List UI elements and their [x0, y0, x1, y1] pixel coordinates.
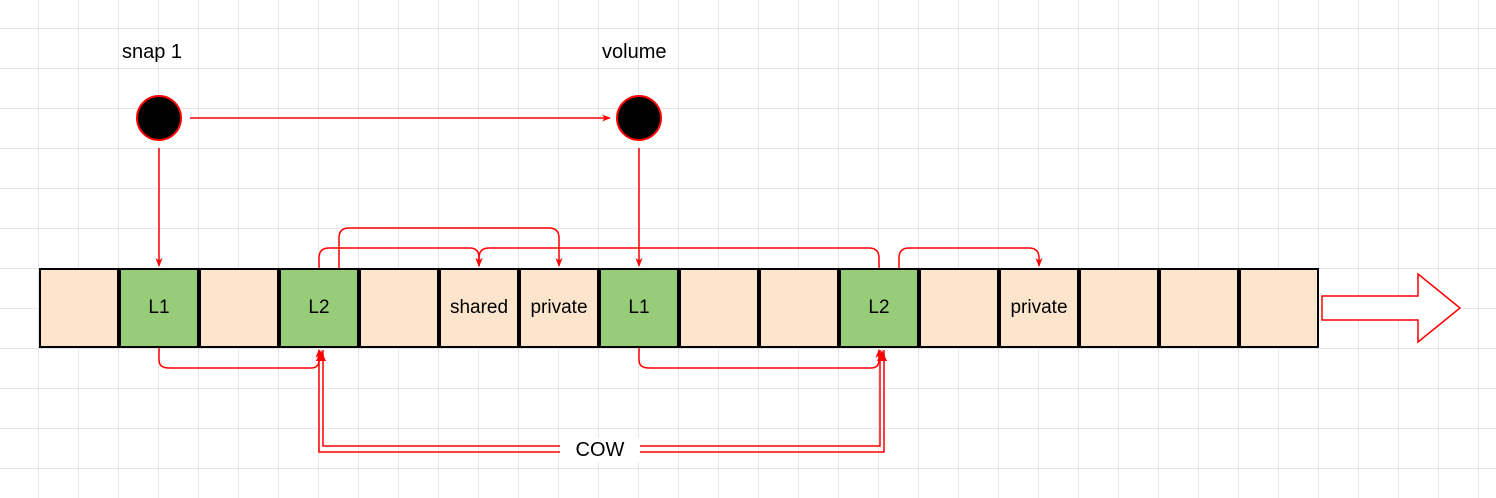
data-block-11[interactable] [919, 268, 999, 348]
cow-inner-loop [322, 350, 881, 447]
table-block-3[interactable]: L2 [279, 268, 359, 348]
data-block-0[interactable] [39, 268, 119, 348]
cow-label: COW [560, 438, 640, 462]
volume-l2-to-private-arrow [898, 247, 1043, 268]
volume-label: volume [602, 41, 667, 63]
data-block-15[interactable] [1239, 268, 1319, 348]
snap-l2-to-private-arrow [338, 227, 563, 268]
data-block-14[interactable] [1159, 268, 1239, 348]
cow-outer-loop [318, 350, 885, 453]
data-block-12[interactable]: private [999, 268, 1079, 348]
table-block-7[interactable]: L1 [599, 268, 679, 348]
volume-l1-to-l2-arrow [638, 348, 883, 369]
data-block-5[interactable]: shared [439, 268, 519, 348]
snap-l1-to-l2-arrow [158, 348, 323, 369]
data-block-9[interactable] [759, 268, 839, 348]
snap-l2-to-shared-arrow [318, 247, 483, 268]
cow-arrowhead-right [877, 350, 887, 361]
volume-l2-to-shared-arrow [475, 247, 880, 268]
cow-arrowhead-left [316, 350, 326, 361]
data-block-13[interactable] [1079, 268, 1159, 348]
table-block-1[interactable]: L1 [119, 268, 199, 348]
snap-node[interactable] [136, 95, 182, 141]
snap-label: snap 1 [122, 41, 183, 63]
data-block-4[interactable] [359, 268, 439, 348]
table-block-10[interactable]: L2 [839, 268, 919, 348]
data-block-8[interactable] [679, 268, 759, 348]
continuation-arrow-icon [1321, 272, 1462, 344]
data-block-2[interactable] [199, 268, 279, 348]
data-block-6[interactable]: private [519, 268, 599, 348]
volume-node[interactable] [616, 95, 662, 141]
